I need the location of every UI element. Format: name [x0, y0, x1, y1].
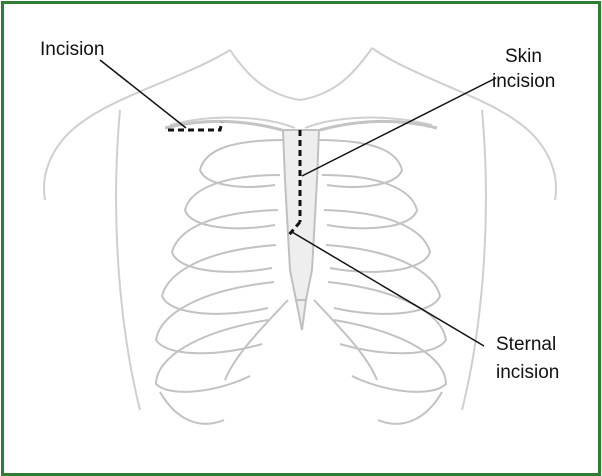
incision-leader	[100, 60, 186, 128]
sternal-incision-leader	[292, 232, 484, 346]
label-skin-incision-line2: incision	[492, 71, 555, 92]
label-incision: Incision	[40, 39, 104, 60]
label-sternal-incision-line1: Sternal	[496, 334, 556, 355]
label-skin-incision-line1: Skin	[505, 46, 542, 67]
label-sternal-incision-line2: incision	[496, 362, 559, 383]
